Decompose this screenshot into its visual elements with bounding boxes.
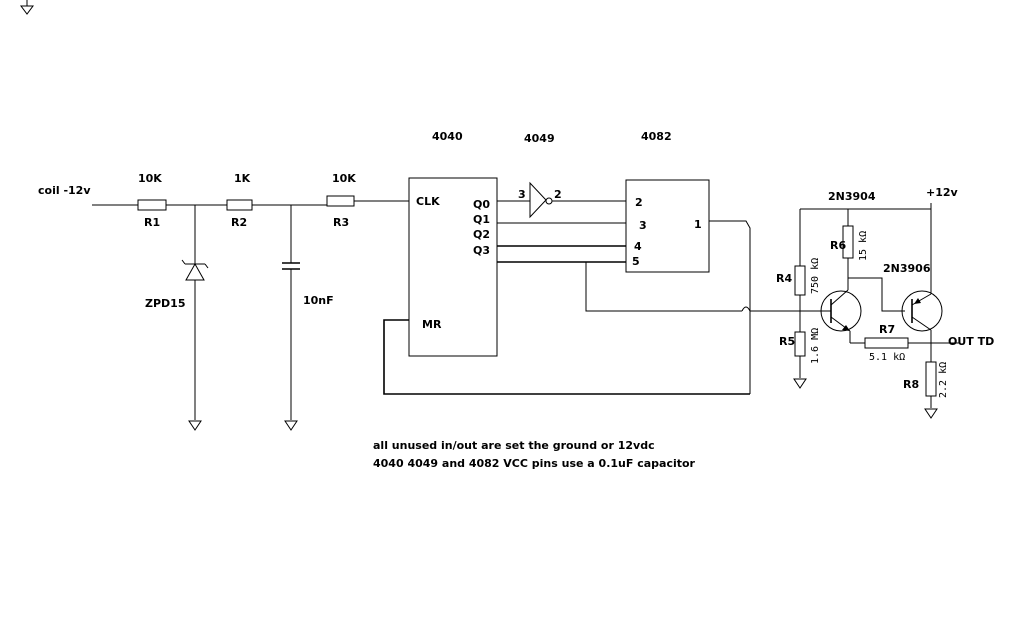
capacitor: 10nF <box>282 205 334 431</box>
ic-4049-inverter: 4049 3 2 <box>497 132 626 219</box>
r7-value: 5.1 kΩ <box>869 352 905 363</box>
r3-name: R3 <box>333 216 349 229</box>
ic4049-pin-out: 2 <box>554 188 562 201</box>
ic-4082: 4082 2 3 4 5 1 <box>625 130 710 273</box>
r4-value: 750 kΩ <box>810 258 821 294</box>
ic4082-name: 4082 <box>641 130 672 143</box>
r7-name: R7 <box>879 323 895 336</box>
capacitor-value: 10nF <box>303 294 334 307</box>
ground-symbol-top <box>20 0 34 15</box>
r6-name: R6 <box>830 239 846 252</box>
wire-to-base <box>585 262 742 312</box>
resistor-r5: R5 1.6 MΩ <box>779 328 821 389</box>
r5-value: 1.6 MΩ <box>810 328 821 364</box>
ic4049-name: 4049 <box>524 132 555 145</box>
ic4040-mr: MR <box>422 318 442 331</box>
transistor-t2 <box>901 290 943 343</box>
zener-name: ZPD15 <box>145 297 185 310</box>
r1-value: 10K <box>138 172 162 185</box>
ic4082-pin-d: 5 <box>632 255 640 268</box>
ic4040-q2: Q2 <box>473 228 490 241</box>
r3-value: 10K <box>332 172 356 185</box>
zener-diode: ZPD15 <box>145 205 209 431</box>
resistor-r8: R8 2.2 kΩ <box>903 343 949 419</box>
r8-name: R8 <box>903 378 919 391</box>
resistor-r1: 10K R1 <box>137 172 167 229</box>
r4-name: R4 <box>776 272 792 285</box>
ic4082-pin-c: 4 <box>634 240 642 253</box>
ic-4040: 4040 CLK MR Q0 Q1 Q2 Q3 <box>408 130 498 357</box>
r1-name: R1 <box>144 216 160 229</box>
ic4082-pin-a: 2 <box>635 196 643 209</box>
ic4049-pin-in: 3 <box>518 188 526 201</box>
resistor-r3: 10K R3 <box>326 172 356 229</box>
wire-reset-to-mr <box>383 319 750 395</box>
r8-value: 2.2 kΩ <box>938 362 949 398</box>
transistor-t2-label: 2N3906 <box>883 262 931 275</box>
input-label: coil -12v <box>38 184 91 197</box>
note-line-1: all unused in/out are set the ground or … <box>373 439 655 452</box>
resistor-r7: R7 5.1 kΩ <box>864 323 960 363</box>
supply-label: +12v <box>926 186 959 199</box>
wire-t1-t2 <box>848 277 905 312</box>
ic4082-pin-b: 3 <box>639 219 647 232</box>
resistor-r6: R6 15 kΩ <box>830 209 869 290</box>
ic4040-q3: Q3 <box>473 244 490 257</box>
note-line-2: 4040 4049 and 4082 VCC pins use a 0.1uF … <box>373 457 696 470</box>
r5-name: R5 <box>779 335 795 348</box>
output-label: OUT TD <box>948 335 994 348</box>
wire-crossover <box>741 306 751 312</box>
ic4040-q0: Q0 <box>473 198 490 211</box>
resistor-r2: 1K R2 <box>226 172 253 229</box>
r6-value: 15 kΩ <box>858 231 869 261</box>
ic4040-clk: CLK <box>416 195 440 208</box>
r2-value: 1K <box>234 172 251 185</box>
ic4040-q1: Q1 <box>473 213 490 226</box>
transistor-t1-label: 2N3904 <box>828 190 876 203</box>
transistor-t1 <box>820 289 862 343</box>
ic4040-name: 4040 <box>432 130 463 143</box>
ic4082-pin-out: 1 <box>694 218 702 231</box>
r2-name: R2 <box>231 216 247 229</box>
resistor-r4: R4 750 kΩ <box>776 258 821 332</box>
